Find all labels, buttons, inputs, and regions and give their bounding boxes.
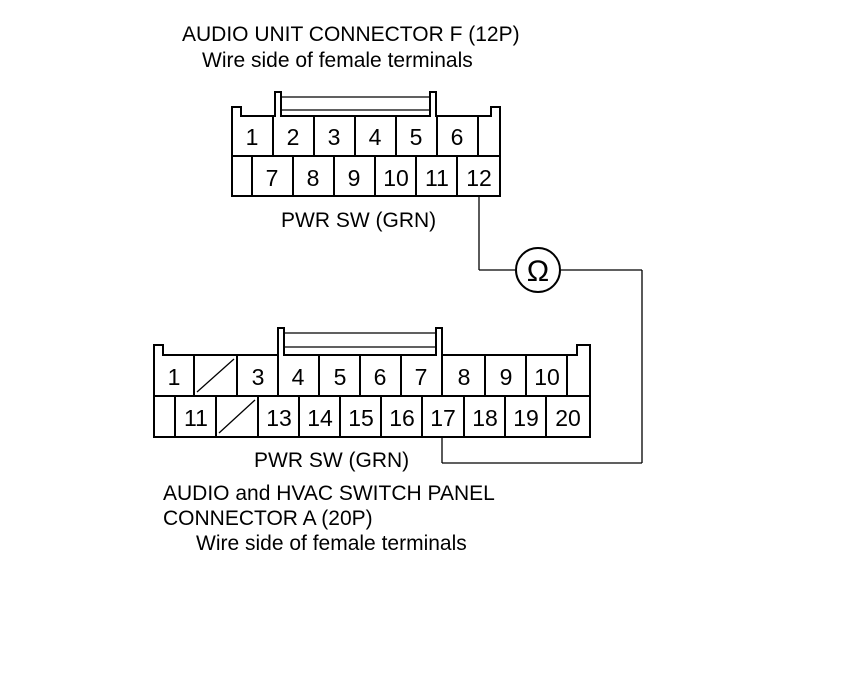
pin-label: 12: [466, 165, 492, 191]
connector-f-subtitle: Wire side of female terminals: [202, 49, 473, 72]
pin-label: 8: [307, 165, 320, 191]
pin-label: 3: [252, 364, 265, 390]
pin-label: 7: [266, 165, 279, 191]
pin-label: 2: [287, 124, 300, 150]
connector-a-title-line2: CONNECTOR A (20P): [163, 507, 373, 530]
pin-label: 8: [458, 364, 471, 390]
pin-label: 9: [348, 165, 361, 191]
connector-f-title: AUDIO UNIT CONNECTOR F (12P): [182, 23, 520, 46]
pin-label: 9: [500, 364, 513, 390]
pin-label: 4: [292, 364, 305, 390]
pin-label: 14: [307, 405, 333, 431]
pin-label: 19: [513, 405, 539, 431]
pin-label: 1: [246, 124, 259, 150]
pin-label: 5: [334, 364, 347, 390]
pin-label: 4: [369, 124, 382, 150]
connector-a-subtitle: Wire side of female terminals: [196, 532, 467, 555]
unused-cavity-slash: [218, 399, 256, 434]
connector-a-wire-label: PWR SW (GRN): [254, 449, 409, 472]
pin-label: 10: [534, 364, 560, 390]
connector-f-body: [231, 91, 501, 197]
pin-label: 10: [383, 165, 409, 191]
pin-label: 11: [425, 165, 449, 191]
connector-a-title-line1: AUDIO and HVAC SWITCH PANEL: [163, 482, 495, 505]
pin-label: 6: [451, 124, 464, 150]
pin-label: 5: [410, 124, 423, 150]
pin-label: 7: [415, 364, 428, 390]
pin-label: 3: [328, 124, 341, 150]
pin-label: 1: [168, 364, 181, 390]
pin-label: 15: [348, 405, 374, 431]
pin-label: 20: [555, 405, 581, 431]
pin-label: 16: [389, 405, 415, 431]
connector-a-pins: 1 3 4 5 6 7 8 9 10 11 13 14 15 16 17 18 …: [168, 364, 581, 431]
connector-f-pins: 1 2 3 4 5 6 7 8 9 10 11 12: [246, 124, 492, 191]
pin-label: 13: [266, 405, 292, 431]
connector-a-body: [153, 327, 591, 438]
ohm-symbol: Ω: [527, 255, 549, 288]
pin-label: 18: [472, 405, 498, 431]
test-lead-wires: [441, 196, 643, 464]
connector-f-wire-label: PWR SW (GRN): [281, 209, 436, 232]
pin-label: 17: [430, 405, 456, 431]
pin-label: 6: [374, 364, 387, 390]
ohmmeter-icon: Ω: [515, 247, 561, 293]
unused-cavity-slash: [196, 358, 235, 393]
pin-label: 11: [184, 405, 208, 431]
